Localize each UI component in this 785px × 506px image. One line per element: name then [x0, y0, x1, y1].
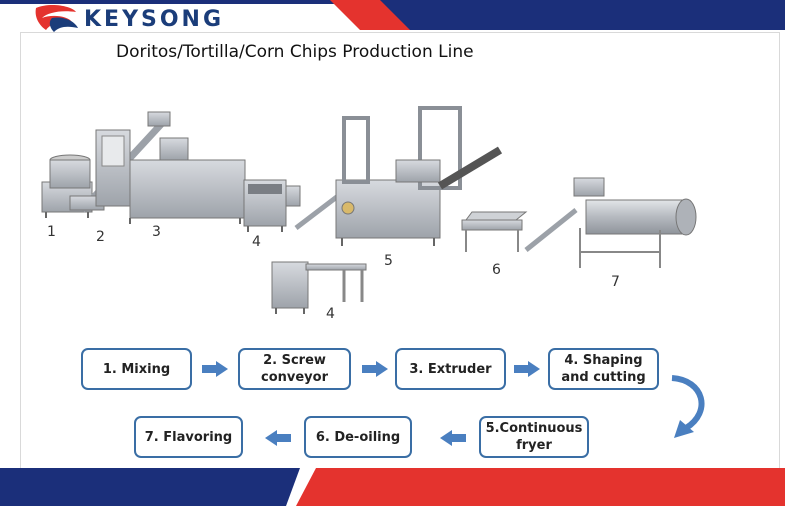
- machine-number-4: 4: [252, 234, 261, 250]
- shaping-cutting-machine: [243, 179, 301, 232]
- step-label-2: fryer: [516, 438, 552, 453]
- de-oiling-machine: [461, 211, 528, 252]
- step-flavoring: 7. Flavoring: [134, 416, 243, 458]
- step-label: 2. Screw: [263, 353, 326, 368]
- keysong-logo-icon: [35, 5, 78, 32]
- continuous-fryer-machine: [335, 106, 503, 246]
- step-shaping-cutting: 4. Shaping and cutting: [548, 348, 659, 390]
- mixer-machine: [41, 154, 93, 218]
- arrow-right-icon: [202, 361, 228, 377]
- arrow-left-icon: [440, 430, 466, 446]
- machine-number-5: 5: [384, 253, 393, 269]
- flavoring-conveyor: [524, 208, 578, 252]
- step-label: 5.Continuous: [485, 421, 583, 436]
- cutter-machine: [271, 261, 367, 314]
- top-banner: [0, 0, 785, 30]
- bottom-banner: [0, 468, 785, 506]
- machine-number-7: 7: [611, 274, 620, 290]
- inclined-conveyor: [294, 194, 340, 230]
- curved-arrow-down-icon: [671, 375, 705, 438]
- step-screw-conveyor: 2. Screw conveyor: [238, 348, 351, 390]
- step-de-oiling: 6. De-oiling: [304, 416, 412, 458]
- production-line-illustration: [41, 106, 697, 314]
- step-continuous-fryer: 5.Continuous fryer: [479, 416, 589, 458]
- step-label: 6. De-oiling: [315, 429, 401, 445]
- step-label-2: conveyor: [261, 370, 328, 385]
- arrow-left-icon: [265, 430, 291, 446]
- step-extruder: 3. Extruder: [395, 348, 506, 390]
- machine-number-4b: 4: [326, 306, 335, 322]
- step-label-2: and cutting: [561, 370, 646, 385]
- step-label: 4. Shaping: [564, 353, 643, 368]
- brand-name: KEYSONG: [84, 6, 225, 32]
- diagram-title: Doritos/Tortilla/Corn Chips Production L…: [116, 42, 474, 62]
- machine-number-1: 1: [47, 224, 56, 240]
- flavoring-drum-machine: [573, 177, 697, 268]
- step-mixing: 1. Mixing: [81, 348, 192, 390]
- step-label: 7. Flavoring: [144, 429, 233, 445]
- machine-number-2: 2: [96, 229, 105, 245]
- step-label: 1. Mixing: [102, 361, 171, 377]
- machine-number-6: 6: [492, 262, 501, 278]
- arrow-right-icon: [514, 361, 540, 377]
- extruder-machine: [95, 129, 246, 224]
- arrow-right-icon: [362, 361, 388, 377]
- step-label: 3. Extruder: [409, 361, 492, 377]
- brand-logo: KEYSONG: [32, 4, 224, 34]
- machine-number-3: 3: [152, 224, 161, 240]
